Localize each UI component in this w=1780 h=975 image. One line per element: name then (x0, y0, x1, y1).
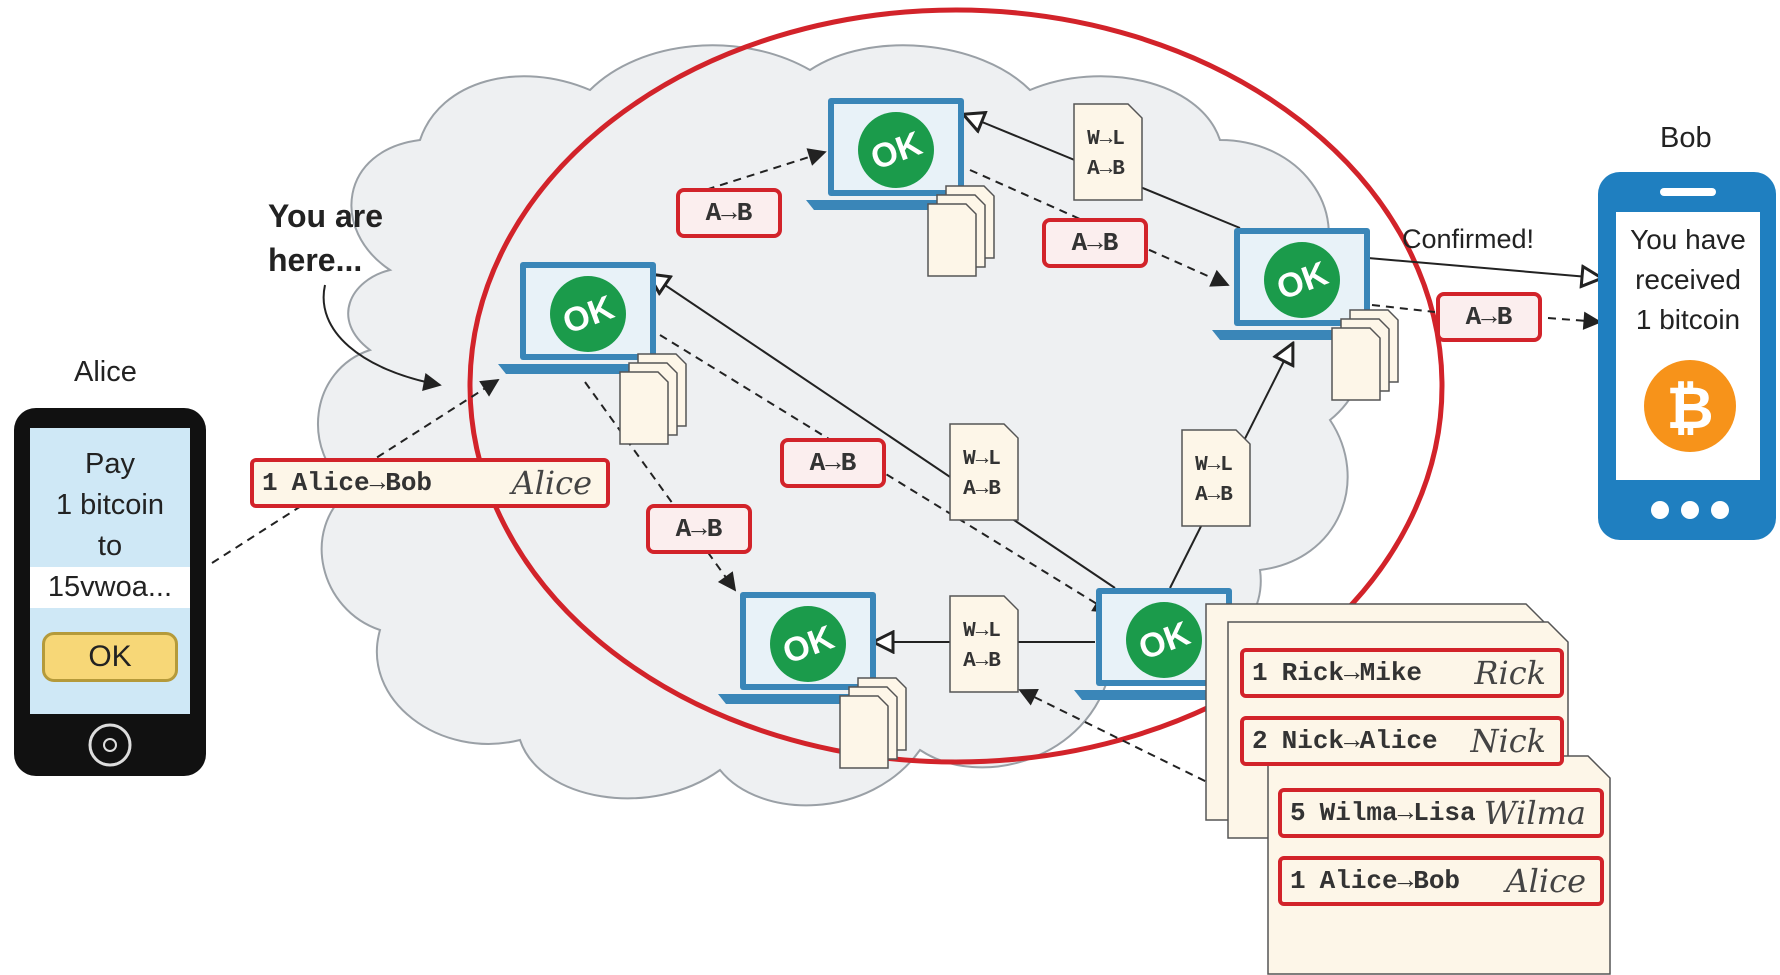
bitcoin-icon (1644, 360, 1736, 452)
ok-status-icon (550, 276, 626, 352)
bob-name: Bob (1660, 122, 1712, 154)
block-doc: W→L A→B (1181, 429, 1251, 527)
bitcoin-symbol: ₿ (1666, 374, 1714, 442)
ok-status-icon (1126, 602, 1202, 678)
message-tag: A→B (1436, 292, 1542, 342)
svg-text:W→L: W→L (1195, 454, 1233, 477)
annotation-line-1: You are (268, 198, 383, 234)
home-button-icon (88, 723, 132, 767)
recipient-address: 15vwoa... (30, 567, 190, 608)
svg-text:W→L: W→L (963, 620, 1001, 643)
svg-text:A→B: A→B (1195, 484, 1233, 507)
laptop-node-bottom-left: OK (718, 592, 907, 769)
you-are-here-annotation: You are here... (268, 194, 383, 282)
laptop-node-top: OK (806, 98, 995, 277)
ok-status-icon (858, 112, 934, 188)
confirmed-label: Confirmed! (1402, 224, 1535, 254)
message-tag: A→B (780, 438, 886, 488)
signature: Alice (511, 464, 592, 502)
pay-ok-button[interactable]: OK (42, 632, 178, 682)
message-tag: A→B (676, 188, 782, 238)
alice-name: Alice (74, 356, 137, 388)
svg-text:A→B: A→B (1087, 158, 1125, 181)
message-tag: A→B (1042, 218, 1148, 268)
svg-text:A→B: A→B (963, 478, 1001, 501)
laptop-node-left: OK (498, 262, 687, 445)
svg-text:W→L: W→L (1087, 128, 1125, 151)
bob-phone (1598, 172, 1776, 540)
alice-screen-message: Pay 1 bitcoin to 15vwoa... (30, 444, 190, 608)
network-boundary-oval (467, 7, 1445, 765)
laptop-node-right: OK (1212, 228, 1399, 401)
you-are-here-arrow (322, 284, 442, 391)
annotation-line-2: here... (268, 242, 363, 278)
ok-status-icon (1264, 242, 1340, 318)
ok-status-icon (770, 606, 846, 682)
block-doc: W→L A→B (949, 423, 1019, 521)
svg-text:W→L: W→L (963, 448, 1001, 471)
bob-screen-message: You have received 1 bitcoin (1630, 224, 1746, 335)
block-doc: W→L A→B (949, 595, 1019, 693)
sent-transaction: 1 Alice→Bob Alice (250, 458, 610, 508)
message-tag: A→B (646, 504, 752, 554)
svg-text:A→B: A→B (963, 650, 1001, 673)
block-doc: W→L A→B (1073, 103, 1143, 201)
